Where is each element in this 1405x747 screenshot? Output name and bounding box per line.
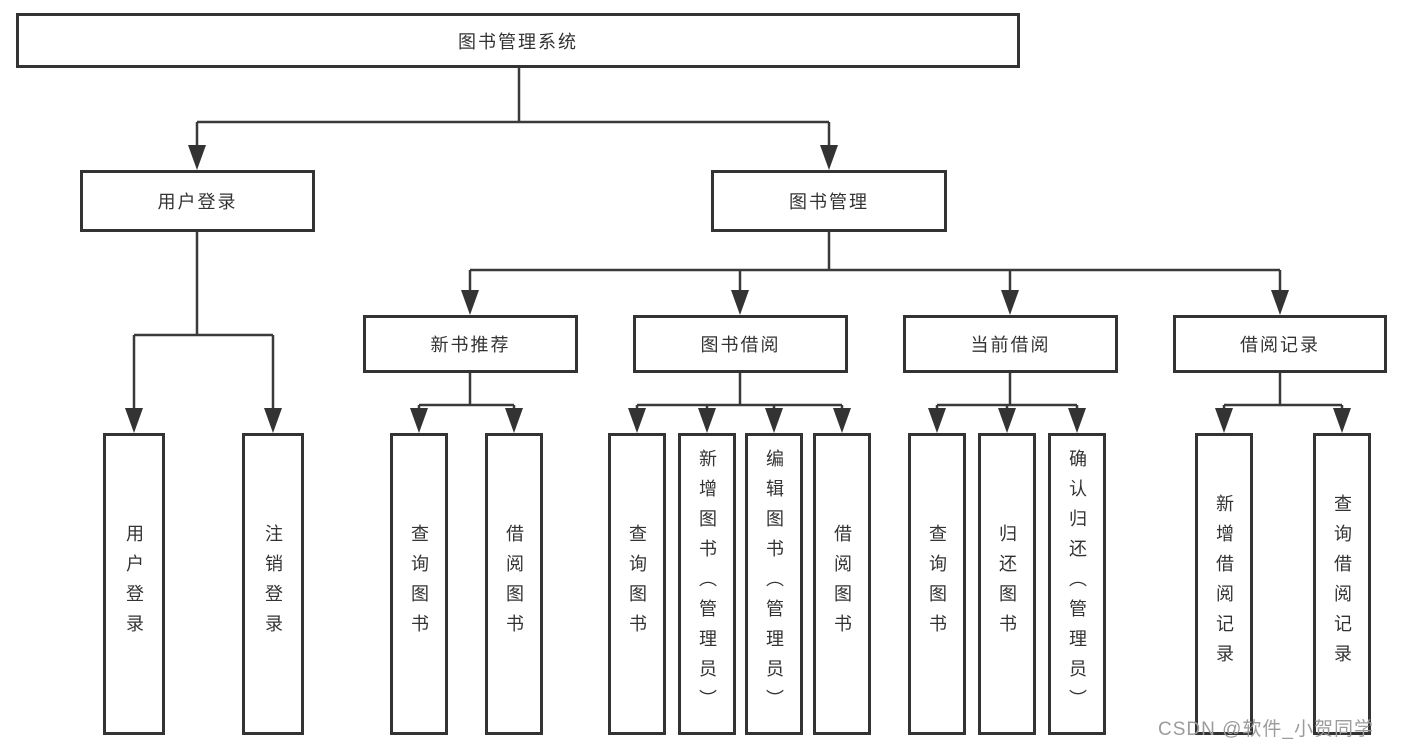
node-label: 新书推荐	[430, 335, 511, 355]
leaf-query-books-recommend: 查询图书	[390, 433, 448, 735]
node-borrowing-records: 借阅记录	[1173, 315, 1387, 373]
node-label: 图书管理系统	[458, 31, 578, 52]
leaf-add-books-admin: 新增图书（管理员）	[678, 433, 736, 735]
leaf-label: 确认归还（管理员）	[1067, 449, 1087, 719]
leaf-query-books-current: 查询图书	[908, 433, 966, 735]
node-user-login: 用户登录	[80, 170, 315, 232]
leaf-query-borrow-record: 查询借阅记录	[1313, 433, 1371, 735]
leaf-user-login: 用户登录	[103, 433, 165, 735]
leaf-label: 用户登录	[124, 524, 144, 644]
node-current-borrowing: 当前借阅	[903, 315, 1118, 373]
node-label: 图书管理	[789, 192, 869, 212]
leaf-label: 查询图书	[409, 524, 429, 644]
leaf-label: 编辑图书（管理员）	[764, 449, 784, 719]
node-label: 借阅记录	[1240, 335, 1320, 355]
leaf-logout: 注销登录	[242, 433, 304, 735]
leaf-label: 查询借阅记录	[1332, 494, 1352, 674]
leaf-label: 新增借阅记录	[1214, 494, 1234, 674]
leaf-add-borrow-record: 新增借阅记录	[1195, 433, 1253, 735]
csdn-watermark: CSDN @软件_小贺同学	[1158, 719, 1374, 740]
leaf-edit-books-admin: 编辑图书（管理员）	[745, 433, 803, 735]
leaf-confirm-return-admin: 确认归还（管理员）	[1048, 433, 1106, 735]
node-label: 用户登录	[157, 192, 238, 212]
node-library-management-system: 图书管理系统	[16, 13, 1020, 68]
leaf-return-books: 归还图书	[978, 433, 1036, 735]
node-new-book-recommend: 新书推荐	[363, 315, 578, 373]
leaf-label: 借阅图书	[832, 524, 852, 644]
leaf-label: 查询图书	[627, 524, 647, 644]
node-book-management: 图书管理	[711, 170, 947, 232]
node-book-borrowing: 图书借阅	[633, 315, 848, 373]
leaf-borrow-books-recommend: 借阅图书	[485, 433, 543, 735]
leaf-label: 借阅图书	[504, 524, 524, 644]
node-label: 当前借阅	[970, 335, 1051, 355]
leaf-label: 注销登录	[263, 524, 283, 644]
leaf-label: 查询图书	[927, 524, 947, 644]
leaf-query-books-borrowing: 查询图书	[608, 433, 666, 735]
leaf-label: 归还图书	[997, 524, 1017, 644]
leaf-label: 新增图书（管理员）	[697, 449, 717, 719]
leaf-borrow-books: 借阅图书	[813, 433, 871, 735]
node-label: 图书借阅	[700, 335, 781, 355]
